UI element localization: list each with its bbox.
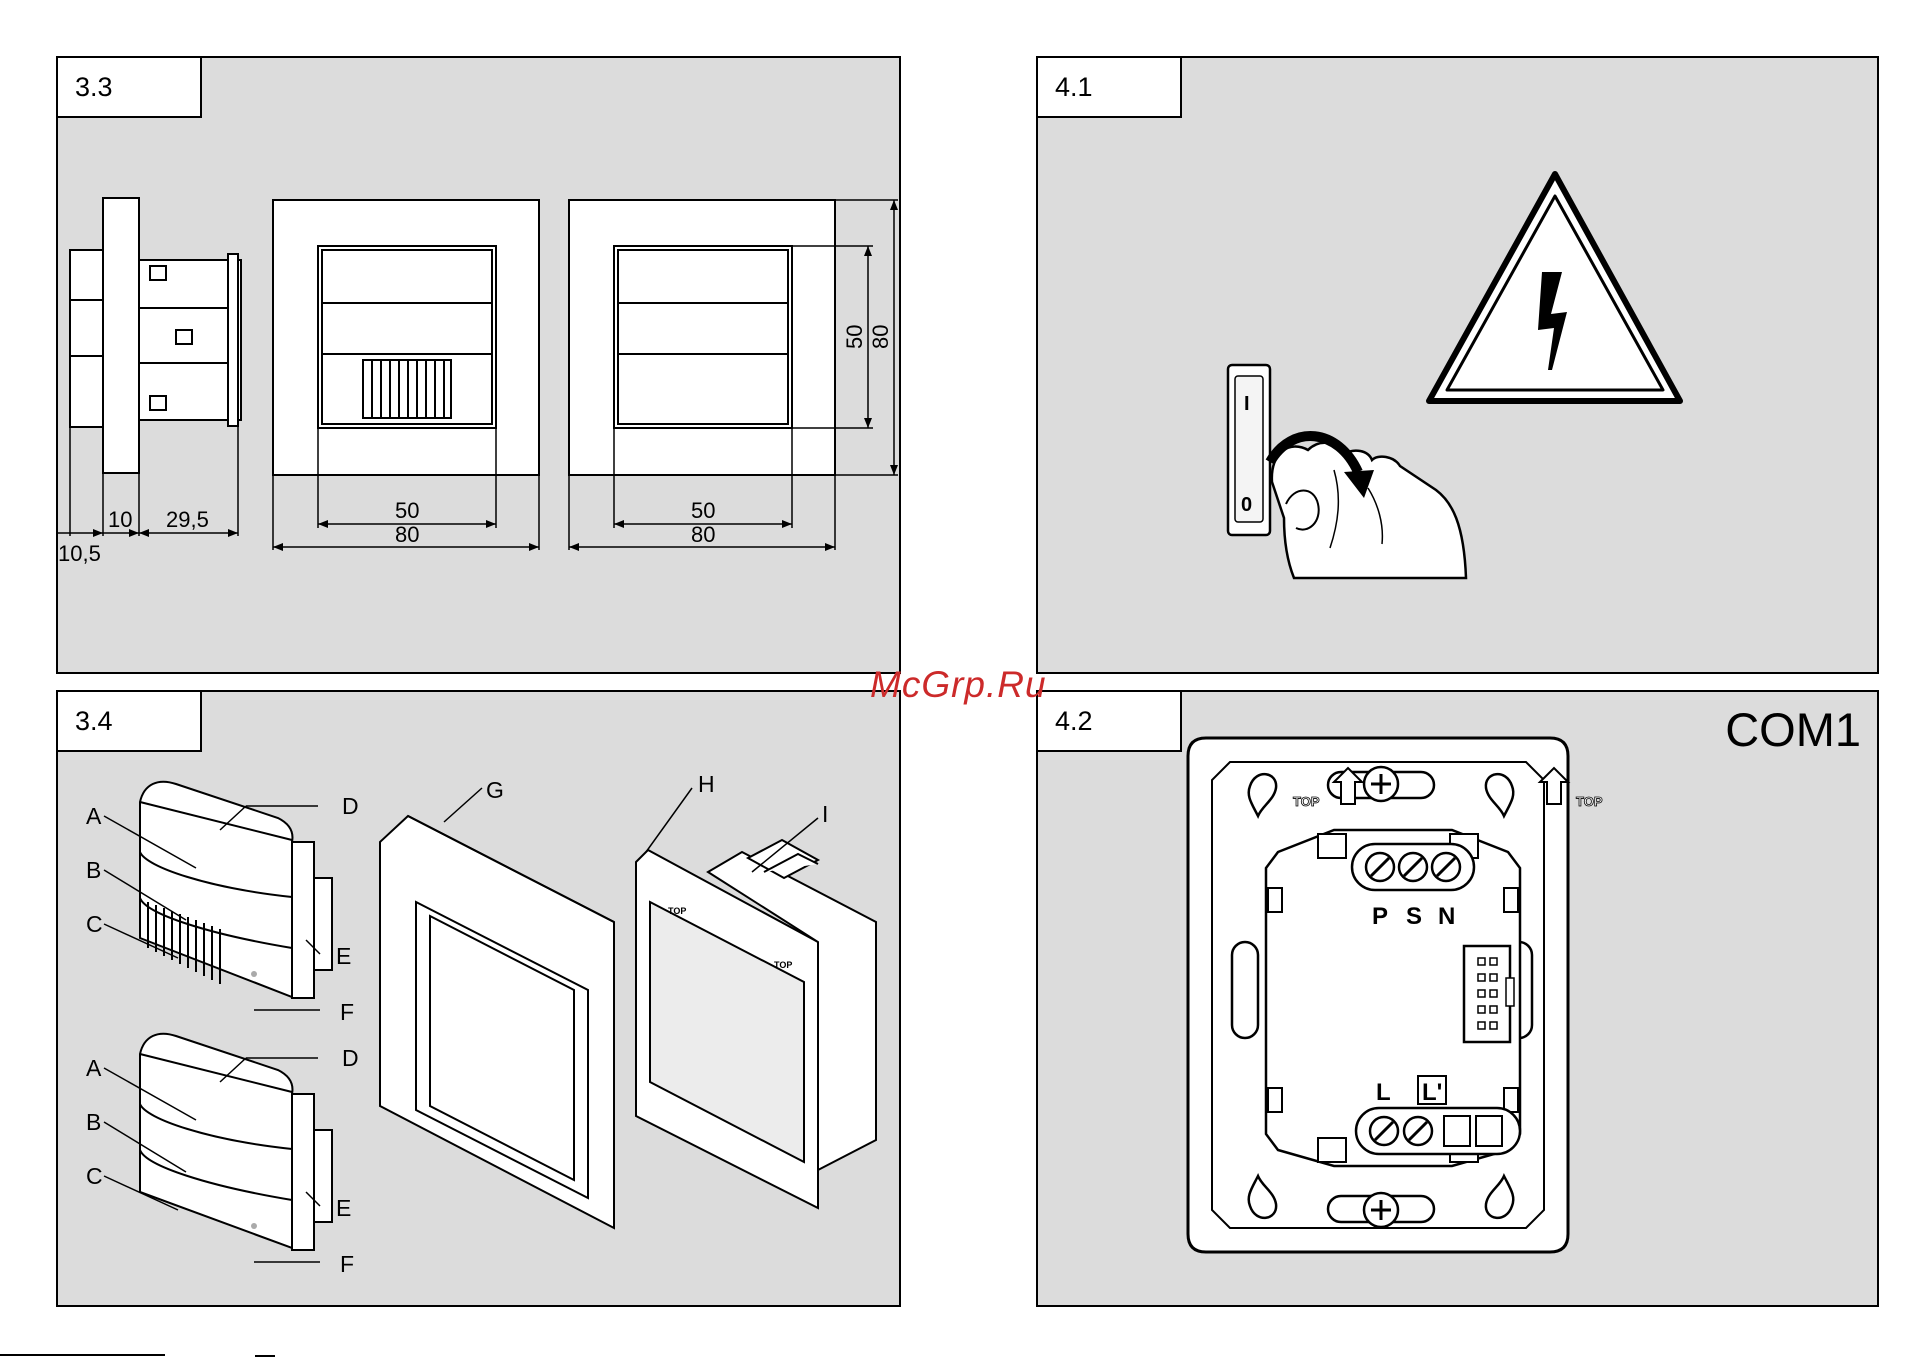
top-mark-right: TOP	[1576, 794, 1603, 809]
cover-frame	[380, 816, 614, 1228]
bus-connector	[1464, 946, 1510, 1042]
power-off-illustration: I 0	[1038, 58, 1879, 674]
callout-a: A	[86, 1055, 102, 1081]
terminal-label-n: N	[1438, 903, 1455, 930]
dim-front2-inner: 50	[691, 498, 715, 523]
dimension-drawing: 10,5 10 29,5 50 80 50 80 50 80	[58, 58, 901, 674]
panel-label: 4.1	[1036, 56, 1182, 118]
panel-3-3: 3.3	[56, 56, 901, 674]
top-mark-left: TOP	[1293, 794, 1320, 809]
dim-side-b: 10	[108, 507, 132, 532]
dim-side-a: 10,5	[58, 541, 101, 566]
footer-mark	[255, 1355, 275, 1360]
top-mark: TOP	[774, 960, 792, 970]
panel-label: 3.4	[56, 690, 202, 752]
dim-height-outer: 80	[868, 325, 893, 349]
side-view-cover	[103, 198, 139, 473]
callout-g: G	[486, 777, 504, 803]
callout-f: F	[340, 1251, 354, 1277]
dim-front1-inner: 50	[395, 498, 419, 523]
sensor-insert-pir	[140, 782, 332, 998]
panel-3-4: 3.4	[56, 690, 901, 1307]
callout-b: B	[86, 1109, 101, 1135]
dim-side-c: 29,5	[166, 507, 209, 532]
side-view-backbox	[70, 250, 103, 427]
switch-off-mark: 0	[1241, 494, 1252, 516]
watermark: McGrp.Ru	[870, 664, 1047, 706]
callout-c: C	[86, 911, 103, 937]
sensor-insert	[140, 1034, 332, 1250]
panel-4-2: 4.2 COM1 TOP	[1036, 690, 1879, 1307]
footer-rule	[0, 1354, 165, 1356]
terminal-label-s: S	[1406, 903, 1422, 930]
callout-h: H	[698, 771, 715, 797]
panel-label: 3.3	[56, 56, 202, 118]
terminal-label-l-prime: L'	[1422, 1079, 1442, 1106]
callout-d: D	[342, 1045, 359, 1071]
terminal-label-p: P	[1372, 903, 1388, 930]
switch-on-mark: I	[1244, 393, 1250, 415]
callout-d: D	[342, 793, 359, 819]
callout-e: E	[336, 1195, 351, 1221]
callout-f: F	[340, 999, 354, 1025]
callout-e: E	[336, 943, 351, 969]
dim-front1-outer: 80	[395, 522, 419, 547]
callout-i: I	[822, 801, 828, 827]
dim-front2-outer: 80	[691, 522, 715, 547]
terminal-label-l: L	[1376, 1079, 1391, 1106]
panel-4-1: 4.1 I 0	[1036, 56, 1879, 674]
callout-c: C	[86, 1163, 103, 1189]
callout-b: B	[86, 857, 101, 883]
mounting-plate	[636, 840, 876, 1208]
mounting-slot	[1232, 942, 1258, 1038]
dim-height-inner: 50	[842, 325, 867, 349]
com-title: COM1	[1725, 702, 1861, 757]
panel-label: 4.2	[1036, 690, 1182, 752]
wiring-diagram: TOP TOP P S N	[1038, 692, 1879, 1307]
top-mark: TOP	[668, 906, 686, 916]
callout-a: A	[86, 803, 102, 829]
assembly-drawing: A B C D E F A B C D E F G H I TOP TOP	[58, 692, 901, 1307]
